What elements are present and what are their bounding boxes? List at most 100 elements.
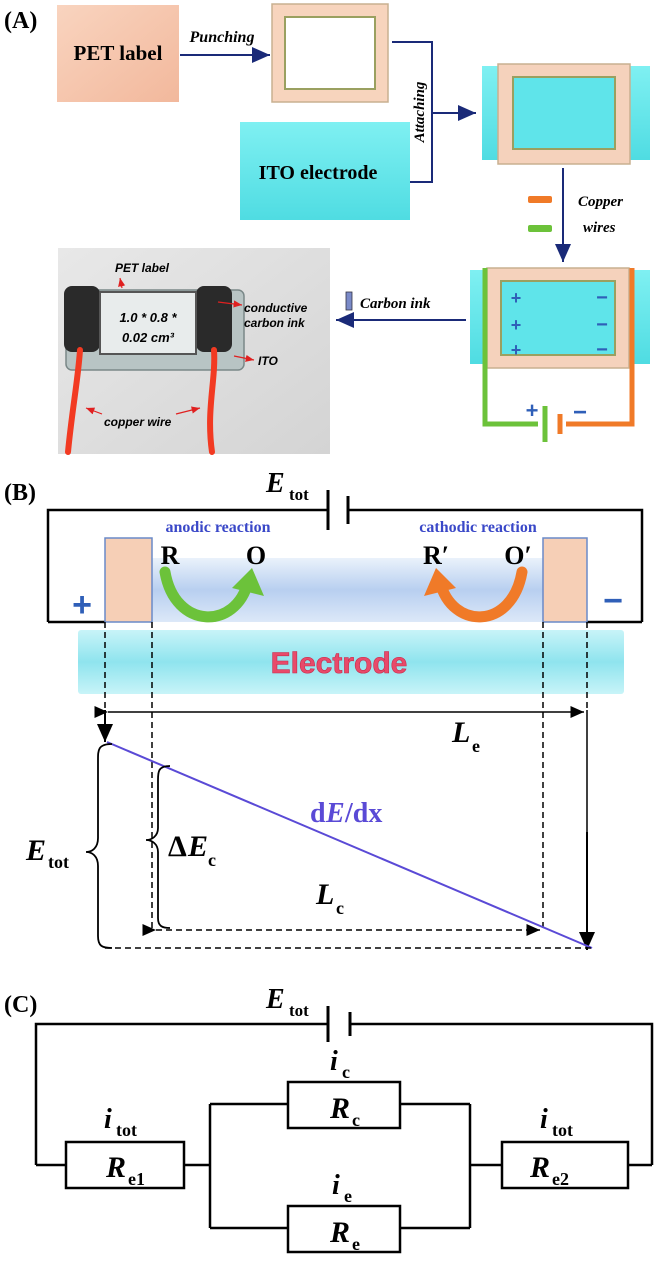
photo-carbon-right (196, 286, 232, 352)
re2-symbol: R (529, 1151, 550, 1184)
electrode-bar (78, 630, 624, 694)
species-o-prime: O′ (504, 541, 532, 570)
ie-sub: e (344, 1186, 352, 1206)
carbon-ink-text: Carbon ink (360, 296, 431, 312)
delta-symbol: Δ (168, 830, 187, 863)
photo-wire-right (207, 347, 218, 455)
species-r-prime: R′ (423, 541, 449, 570)
itot-left-sub: tot (116, 1120, 137, 1140)
photo-carbon-left (64, 286, 100, 352)
itot-right-symbol: i (540, 1104, 548, 1135)
photo-copper-arrow-right (175, 406, 201, 415)
re-sub: e (352, 1234, 360, 1254)
potential-gradient-line (106, 741, 593, 949)
c-etot-sub: tot (289, 1001, 309, 1020)
ic-symbol: i (330, 1046, 338, 1077)
re2-sub: e2 (552, 1169, 569, 1189)
copper-wire-orange-icon (528, 196, 552, 203)
window-minus-1: − (596, 287, 608, 309)
photo-conductive-text-2: carbon ink (244, 316, 306, 330)
b-etot-sub: tot (289, 485, 309, 504)
b-etot-symbol: E (265, 468, 285, 499)
ie-symbol: i (332, 1170, 340, 1201)
le-symbol: L (451, 716, 470, 749)
panel-b-label: (B) (4, 480, 36, 506)
window-minus-3: − (596, 339, 608, 361)
cathodic-arrow-head (424, 568, 456, 596)
copper-text: Copper (578, 194, 623, 210)
circuit-b-right (348, 508, 644, 622)
panel-a-label: (A) (4, 8, 37, 34)
photo-pet-arrow (118, 277, 126, 289)
resistor-rc (286, 1080, 402, 1130)
ic-sub: c (342, 1062, 350, 1082)
photo-dim-text-1: 1.0 * 0.8 * (119, 310, 177, 325)
battery-minus: − (573, 399, 587, 426)
lc-symbol: L (315, 878, 334, 911)
wires-text: wires (583, 220, 616, 236)
delta-e-sub: c (208, 850, 216, 870)
circuit-c-top-left (34, 1022, 328, 1165)
dedx-d: d (310, 798, 326, 829)
itot-left-symbol: i (104, 1104, 112, 1135)
circuit-b-left (46, 508, 328, 622)
lc-sub: c (336, 898, 344, 918)
copper-wire-green-icon (528, 225, 552, 232)
photo-copper-arrow-left (85, 407, 103, 415)
window-plus-1: + (511, 288, 522, 308)
cathodic-curved-arrow (434, 566, 528, 623)
cathodic-reaction-text: cathodic reaction (419, 519, 537, 536)
photo-dim-text-2: 0.02 cm³ (122, 330, 175, 345)
attached-window (512, 76, 616, 150)
pet-pad-left (104, 537, 153, 623)
photo-copper-wire-text: copper wire (104, 415, 172, 429)
pet-pad-right (542, 537, 588, 623)
delta-e-symbol: E (187, 830, 208, 863)
photo-wire-left (65, 347, 83, 455)
wired-window (500, 280, 616, 356)
rc-symbol: R (329, 1092, 350, 1125)
orange-wire (566, 268, 635, 427)
re1-symbol: R (105, 1151, 126, 1184)
dedx-rest: /dx (344, 798, 382, 829)
b-minus-sign: − (603, 582, 623, 620)
window-plus-2: + (511, 315, 522, 335)
photo-conductive-text-1: conductive (244, 301, 308, 315)
anodic-curved-arrow (159, 566, 254, 623)
window-plus-3: + (511, 340, 522, 360)
pet-label-box (57, 5, 179, 102)
anodic-arrow-head (232, 568, 264, 596)
battery-plus: + (526, 398, 539, 423)
anodic-reaction-text: anodic reaction (165, 519, 270, 536)
re-symbol: R (329, 1216, 350, 1249)
electrode-text: Electrode (271, 647, 408, 680)
panel-c-label: (C) (4, 992, 37, 1018)
window-minus-2: − (596, 314, 608, 336)
dedx-e: E (325, 798, 345, 829)
carbon-ink-pen-icon (345, 291, 353, 311)
b-plus-sign: + (72, 586, 92, 624)
attaching-text: Attaching (412, 81, 428, 143)
rc-sub: c (352, 1110, 360, 1130)
re1-sub: e1 (128, 1169, 145, 1189)
green-wire (482, 268, 538, 427)
photo-window (99, 291, 197, 355)
ito-electrode-box (240, 122, 410, 220)
photo-pet-label-text: PET label (115, 261, 170, 275)
b-etot-left-sub: tot (48, 852, 69, 872)
punched-window (284, 16, 376, 90)
ito-electrode-text: ITO electrode (259, 162, 378, 184)
photo-ito-arrow (233, 354, 255, 362)
itot-right-sub: tot (552, 1120, 573, 1140)
resistor-re2 (500, 1140, 630, 1190)
species-o: O (246, 541, 266, 570)
etot-brace (85, 743, 113, 949)
species-r: R (161, 541, 180, 570)
resistor-re (286, 1204, 402, 1254)
b-etot-left-symbol: E (25, 834, 46, 867)
circuit-c-top-right (350, 1022, 654, 1165)
delta-ec-brace (145, 765, 171, 929)
c-etot-symbol: E (265, 984, 285, 1015)
